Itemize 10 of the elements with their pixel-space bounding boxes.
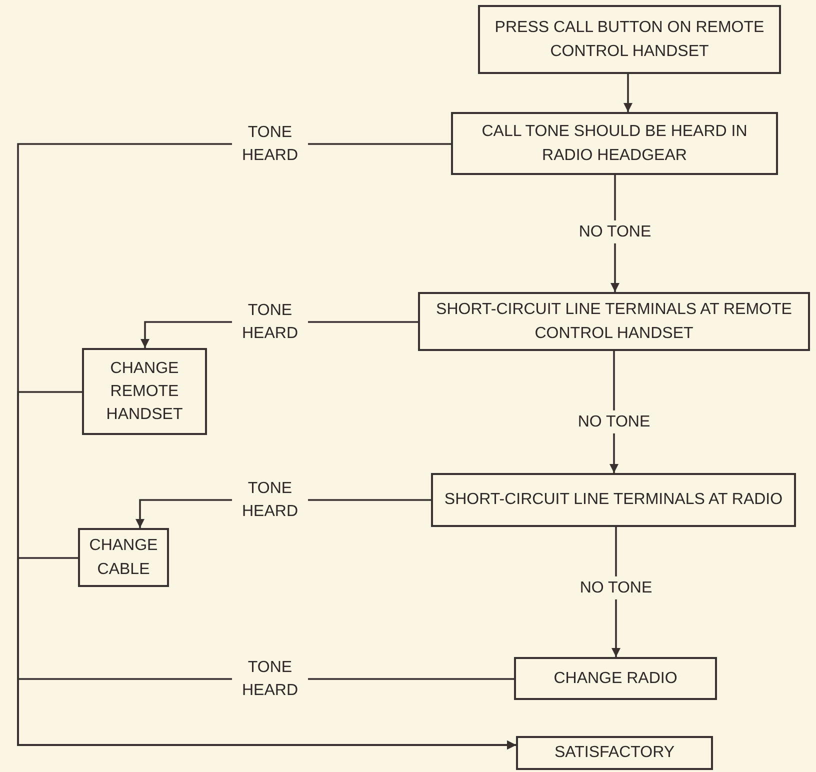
process-box: SATISFACTORY bbox=[516, 736, 713, 770]
process-box: PRESS CALL BUTTON ON REMOTE CONTROL HANDSET bbox=[478, 5, 781, 74]
process-box: SHORT-CIRCUIT LINE TERMINALS AT RADIO bbox=[431, 473, 796, 527]
process-box: CALL TONE SHOULD BE HEARD IN RADIO HEADGEAR bbox=[451, 112, 778, 175]
process-box: CHANGE REMOTE HANDSET bbox=[82, 348, 207, 435]
process-box: SHORT-CIRCUIT LINE TERMINALS AT REMOTE CONTROL HANDSET bbox=[418, 292, 810, 351]
process-box: CHANGE CABLE bbox=[78, 528, 169, 587]
process-box: CHANGE RADIO bbox=[514, 657, 717, 700]
arrow bbox=[17, 678, 516, 750]
arrow bbox=[624, 74, 632, 112]
